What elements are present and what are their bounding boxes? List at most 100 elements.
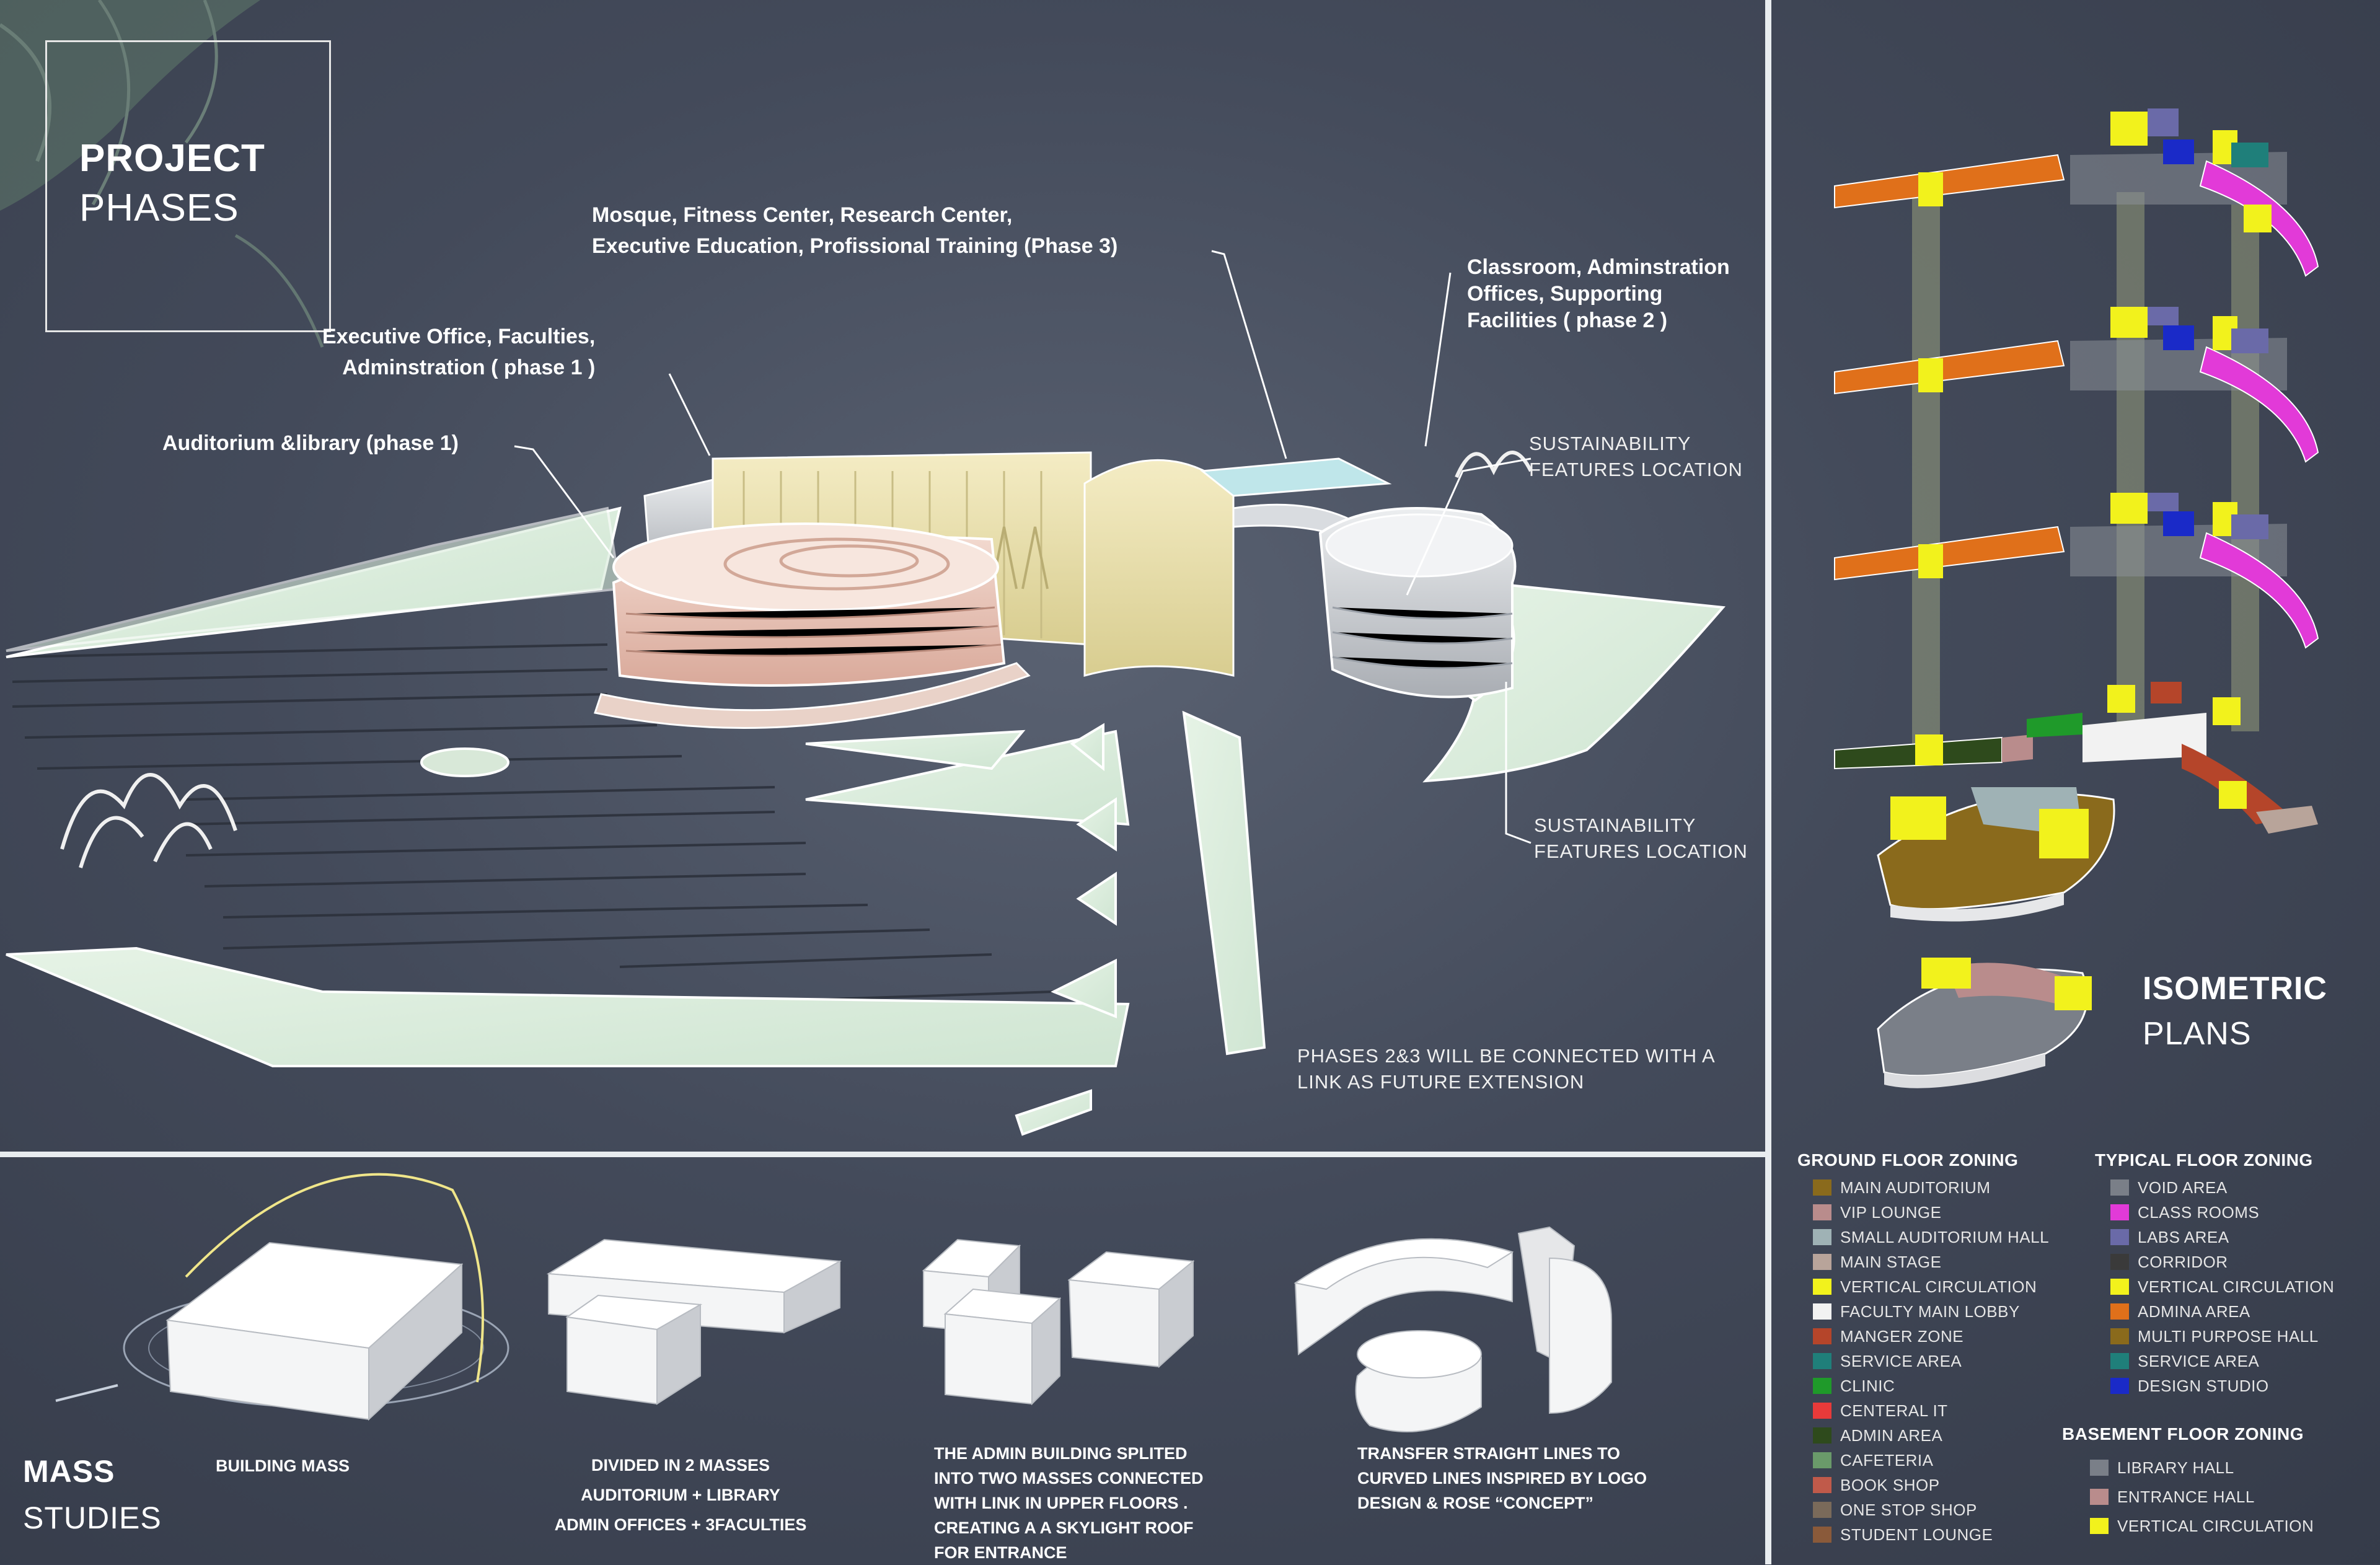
callout-phase3-line1: Mosque, Fitness Center, Research Center, [592, 203, 1013, 227]
legend-swatch [1813, 1477, 1831, 1493]
mass-3-boxes [922, 1238, 1195, 1406]
mass-title-light: STUDIES [23, 1501, 162, 1535]
typical-floor-plates [1834, 108, 2319, 649]
mass-caption-3-line4: CREATING A A SKYLIGHT ROOF [934, 1519, 1194, 1537]
legend-swatch [2110, 1229, 2129, 1245]
round-plaza [420, 747, 509, 777]
legend-swatch [2110, 1279, 2129, 1295]
project-phases-frame [45, 40, 331, 332]
mass-title-bold: MASS [23, 1454, 115, 1489]
legend-typical-title: TYPICAL FLOOR ZONING [2095, 1150, 2313, 1170]
legend-swatch [2110, 1303, 2129, 1320]
legend-label: SERVICE AREA [1840, 1351, 1962, 1370]
legend-ground-item: MANGER ZONE [1813, 1325, 1963, 1347]
mass-caption-4-line2: CURVED LINES INSPIRED BY LOGO [1357, 1469, 1647, 1488]
basement-oval [1877, 958, 2092, 1088]
mass-caption-2: DIVIDED IN 2 MASSES AUDITORIUM + LIBRARY… [541, 1450, 820, 1540]
parking-areas [12, 643, 1054, 1005]
legend-swatch [1813, 1502, 1831, 1518]
legend-ground-item: ADMIN AREA [1813, 1424, 1942, 1447]
mass-caption-4: TRANSFER STRAIGHT LINES TO CURVED LINES … [1357, 1441, 1647, 1515]
legend-typical-item: ADMINA AREA [2110, 1300, 2250, 1323]
legend-label: SERVICE AREA [2138, 1351, 2260, 1370]
mass-caption-2-line2: AUDITORIUM + LIBRARY [581, 1486, 780, 1504]
vertical-panel-divider [1765, 0, 1771, 1564]
legend-swatch [2090, 1460, 2109, 1476]
legend-typical-item: CORRIDOR [2110, 1251, 2228, 1273]
legend-ground-item: CENTERAL IT [1813, 1400, 1948, 1422]
legend-swatch [2110, 1353, 2129, 1369]
sustainability-label-mid: SUSTAINABILITY FEATURES LOCATION [1534, 813, 1748, 865]
callout-phase2-line1: Classroom, Adminstration [1467, 255, 1730, 279]
mass-caption-1-line1: BUILDING MASS [216, 1457, 350, 1475]
legend-label: CLASS ROOMS [2138, 1202, 2260, 1222]
legend-ground-item: SERVICE AREA [1813, 1350, 1962, 1372]
legend-swatch [1813, 1179, 1831, 1196]
callout-phase3: Mosque, Fitness Center, Research Center,… [592, 200, 1117, 262]
legend-typical-item: VERTICAL CIRCULATION [2110, 1276, 2334, 1298]
legend-ground-item: CLINIC [1813, 1375, 1895, 1397]
sustainability-mid-line2: FEATURES LOCATION [1534, 840, 1748, 862]
legend-typical-item: MULTI PURPOSE HALL [2110, 1325, 2319, 1347]
legend-label: ADMINA AREA [2138, 1302, 2250, 1321]
legend-label: MAIN STAGE [1840, 1252, 1942, 1271]
legend-label: ONE STOP SHOP [1840, 1500, 1977, 1519]
legend-swatch [2110, 1179, 2129, 1196]
legend-ground-item: ONE STOP SHOP [1813, 1499, 1977, 1521]
sustainability-mid-line1: SUSTAINABILITY [1534, 814, 1696, 836]
legend-label: STUDENT LOUNGE [1840, 1525, 1993, 1544]
legend-label: VERTICAL CIRCULATION [1840, 1277, 2037, 1296]
mass-caption-4-line3: DESIGN & ROSE “CONCEPT” [1357, 1494, 1594, 1512]
mass-caption-3-line2: INTO TWO MASSES CONNECTED [934, 1469, 1204, 1488]
legend-ground-item: SMALL AUDITORIUM HALL [1813, 1226, 2049, 1248]
callout-phase2-line2: Offices, Supporting [1467, 282, 1663, 306]
legend-basement-title: BASEMENT FLOOR ZONING [2062, 1424, 2304, 1444]
skylight-roof [1200, 457, 1392, 497]
mass-caption-3-line5: FOR ENTRANCE [934, 1543, 1067, 1562]
callout-phase1-exec-line1: Executive Office, Faculties, [322, 325, 596, 348]
legend-basement-item: ENTRANCE HALL [2090, 1486, 2255, 1508]
legend-label: SMALL AUDITORIUM HALL [1840, 1227, 2050, 1246]
legend-label: VERTICAL CIRCULATION [2117, 1516, 2314, 1535]
legend-label: LIBRARY HALL [2117, 1458, 2234, 1477]
legend-swatch [2090, 1489, 2109, 1505]
legend-ground-item: MAIN AUDITORIUM [1813, 1176, 1990, 1199]
legend-swatch [1813, 1229, 1831, 1245]
legend-label: BOOK SHOP [1840, 1475, 1940, 1494]
mass-caption-3-line1: THE ADMIN BUILDING SPLITED [934, 1444, 1188, 1463]
legend-basement-item: VERTICAL CIRCULATION [2090, 1515, 2314, 1537]
mass-2-boxes [546, 1238, 842, 1405]
callout-phase1-auditorium: Auditorium &library (phase 1) [162, 431, 459, 455]
legend-label: MANGER ZONE [1840, 1326, 1964, 1346]
horizontal-panel-divider [0, 1152, 1765, 1157]
mass-caption-2-line3: ADMIN OFFICES + 3FACULTIES [554, 1515, 807, 1534]
legend-swatch [1813, 1328, 1831, 1344]
legend-label: ADMIN AREA [1840, 1426, 1943, 1445]
legend-label: FACULTY MAIN LOBBY [1840, 1302, 2020, 1321]
isometric-title-light: PLANS [2143, 1016, 2252, 1052]
legend-swatch [1813, 1452, 1831, 1468]
legend-ground-item: VIP LOUNGE [1813, 1201, 1941, 1223]
legend-ground-item: FACULTY MAIN LOBBY [1813, 1300, 2020, 1323]
legend-swatch [1813, 1254, 1831, 1270]
callout-phase2-line3: Facilities ( phase 2 ) [1467, 309, 1668, 332]
legend-typical-item: VOID AREA [2110, 1176, 2228, 1199]
legend-typical-item: LABS AREA [2110, 1226, 2229, 1248]
legend-swatch [1813, 1303, 1831, 1320]
phase1-auditorium [594, 522, 1031, 729]
legend-swatch [1813, 1403, 1831, 1419]
mass-studies-illustrations [55, 1173, 1612, 1432]
legend-label: LABS AREA [2138, 1227, 2229, 1246]
legend-swatch [2110, 1378, 2129, 1394]
mass-1-box [165, 1241, 464, 1421]
ground-floor-plate [1834, 682, 2318, 834]
legend-ground-item: VERTICAL CIRCULATION [1813, 1276, 2037, 1298]
callout-phase1-executive: Executive Office, Faculties, Adminstrati… [322, 321, 595, 383]
legend-swatch [1813, 1527, 1831, 1543]
legend-swatch [2110, 1254, 2129, 1270]
callout-phase3-line2: Executive Education, Profissional Traini… [592, 234, 1118, 258]
legend-label: CAFETERIA [1840, 1450, 1934, 1470]
legend-label: DESIGN STUDIO [2138, 1376, 2269, 1395]
legend-label: CLINIC [1840, 1376, 1895, 1395]
